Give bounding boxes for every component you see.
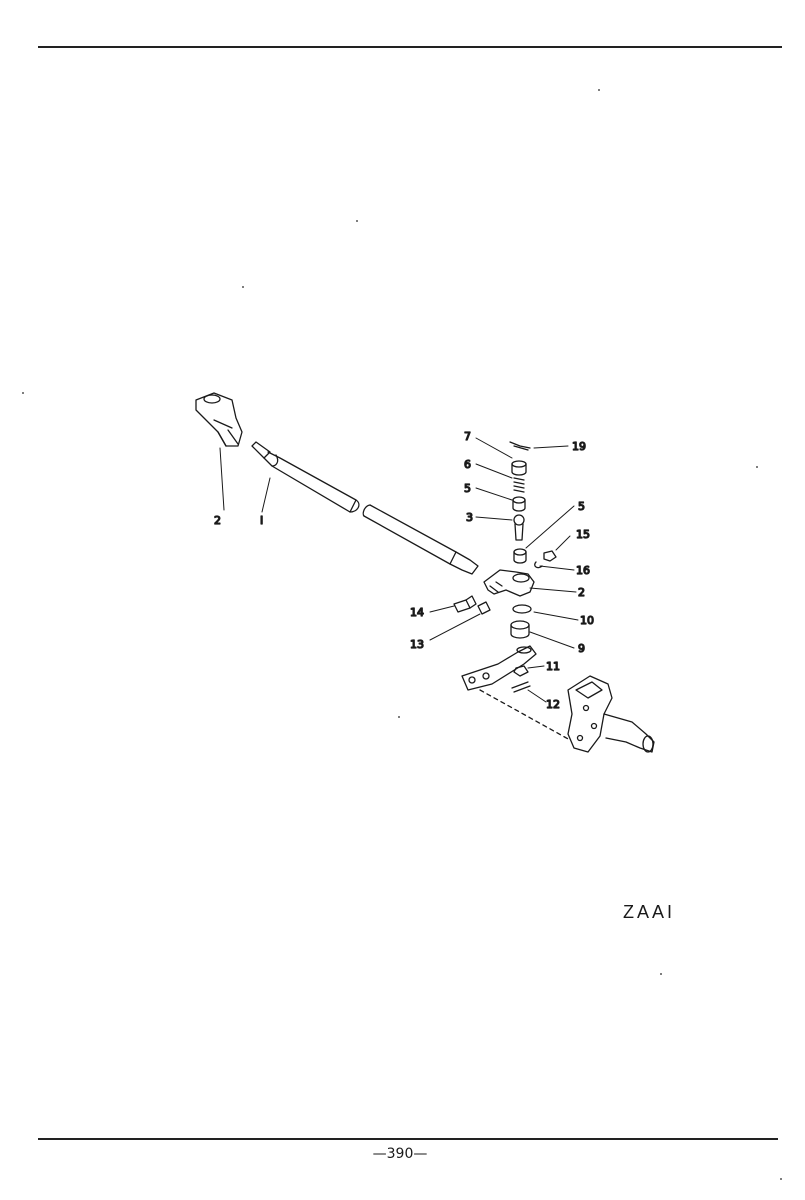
callout-2-knuckle: 2 — [578, 586, 585, 599]
clip-part — [534, 561, 543, 569]
scan-speck — [780, 1178, 782, 1180]
wedge-part — [477, 601, 491, 615]
figure-code: ZAAI — [623, 902, 676, 922]
scan-speck — [356, 220, 358, 222]
scan-speck — [756, 466, 758, 468]
scan-speck — [242, 286, 244, 288]
lower-seat-part — [513, 548, 527, 564]
callout-1: I — [260, 514, 263, 527]
header-rule — [38, 46, 782, 48]
callout-10: 10 — [580, 614, 594, 627]
callout-7: 7 — [464, 430, 471, 443]
scan-speck — [398, 716, 400, 718]
upper-steering-arm-part — [195, 392, 243, 447]
callout-9: 9 — [578, 642, 585, 655]
callout-11: 11 — [546, 660, 560, 673]
steering-knuckle-part — [567, 675, 655, 753]
callout-2-upper: 2 — [214, 514, 221, 527]
scan-speck — [22, 392, 24, 394]
scan-speck — [660, 973, 662, 975]
assembly-line — [479, 689, 571, 741]
leader-lines — [219, 437, 579, 703]
small-nut-part — [513, 665, 529, 677]
callout-5-lower: 5 — [578, 500, 585, 513]
o-ring-part — [512, 604, 532, 614]
callout-5-upper: 5 — [464, 482, 471, 495]
scan-speck — [598, 89, 600, 91]
spring-part — [513, 477, 525, 493]
nut-part — [543, 550, 557, 562]
callout-16: 16 — [576, 564, 590, 577]
split-pin-part — [511, 681, 531, 693]
lower-tie-arm-part — [461, 645, 537, 691]
bolt-part — [453, 595, 477, 613]
callout-19: 19 — [572, 440, 586, 453]
cap-part — [511, 460, 527, 476]
callout-6: 6 — [464, 458, 471, 471]
cotter-pin-part — [509, 441, 531, 451]
upper-seat-part — [512, 496, 526, 512]
page-number: —390— — [372, 1146, 428, 1162]
callout-12: 12 — [546, 698, 560, 711]
bushing-part — [510, 620, 530, 639]
knuckle-arm-part — [483, 569, 535, 597]
shaft-part — [251, 441, 479, 575]
footer-rule — [38, 1138, 778, 1140]
ball-stud-part — [513, 514, 525, 541]
callout-13: 13 — [410, 638, 424, 651]
callout-15: 15 — [576, 528, 590, 541]
callout-14: 14 — [410, 606, 424, 619]
callout-3: 3 — [466, 511, 473, 524]
